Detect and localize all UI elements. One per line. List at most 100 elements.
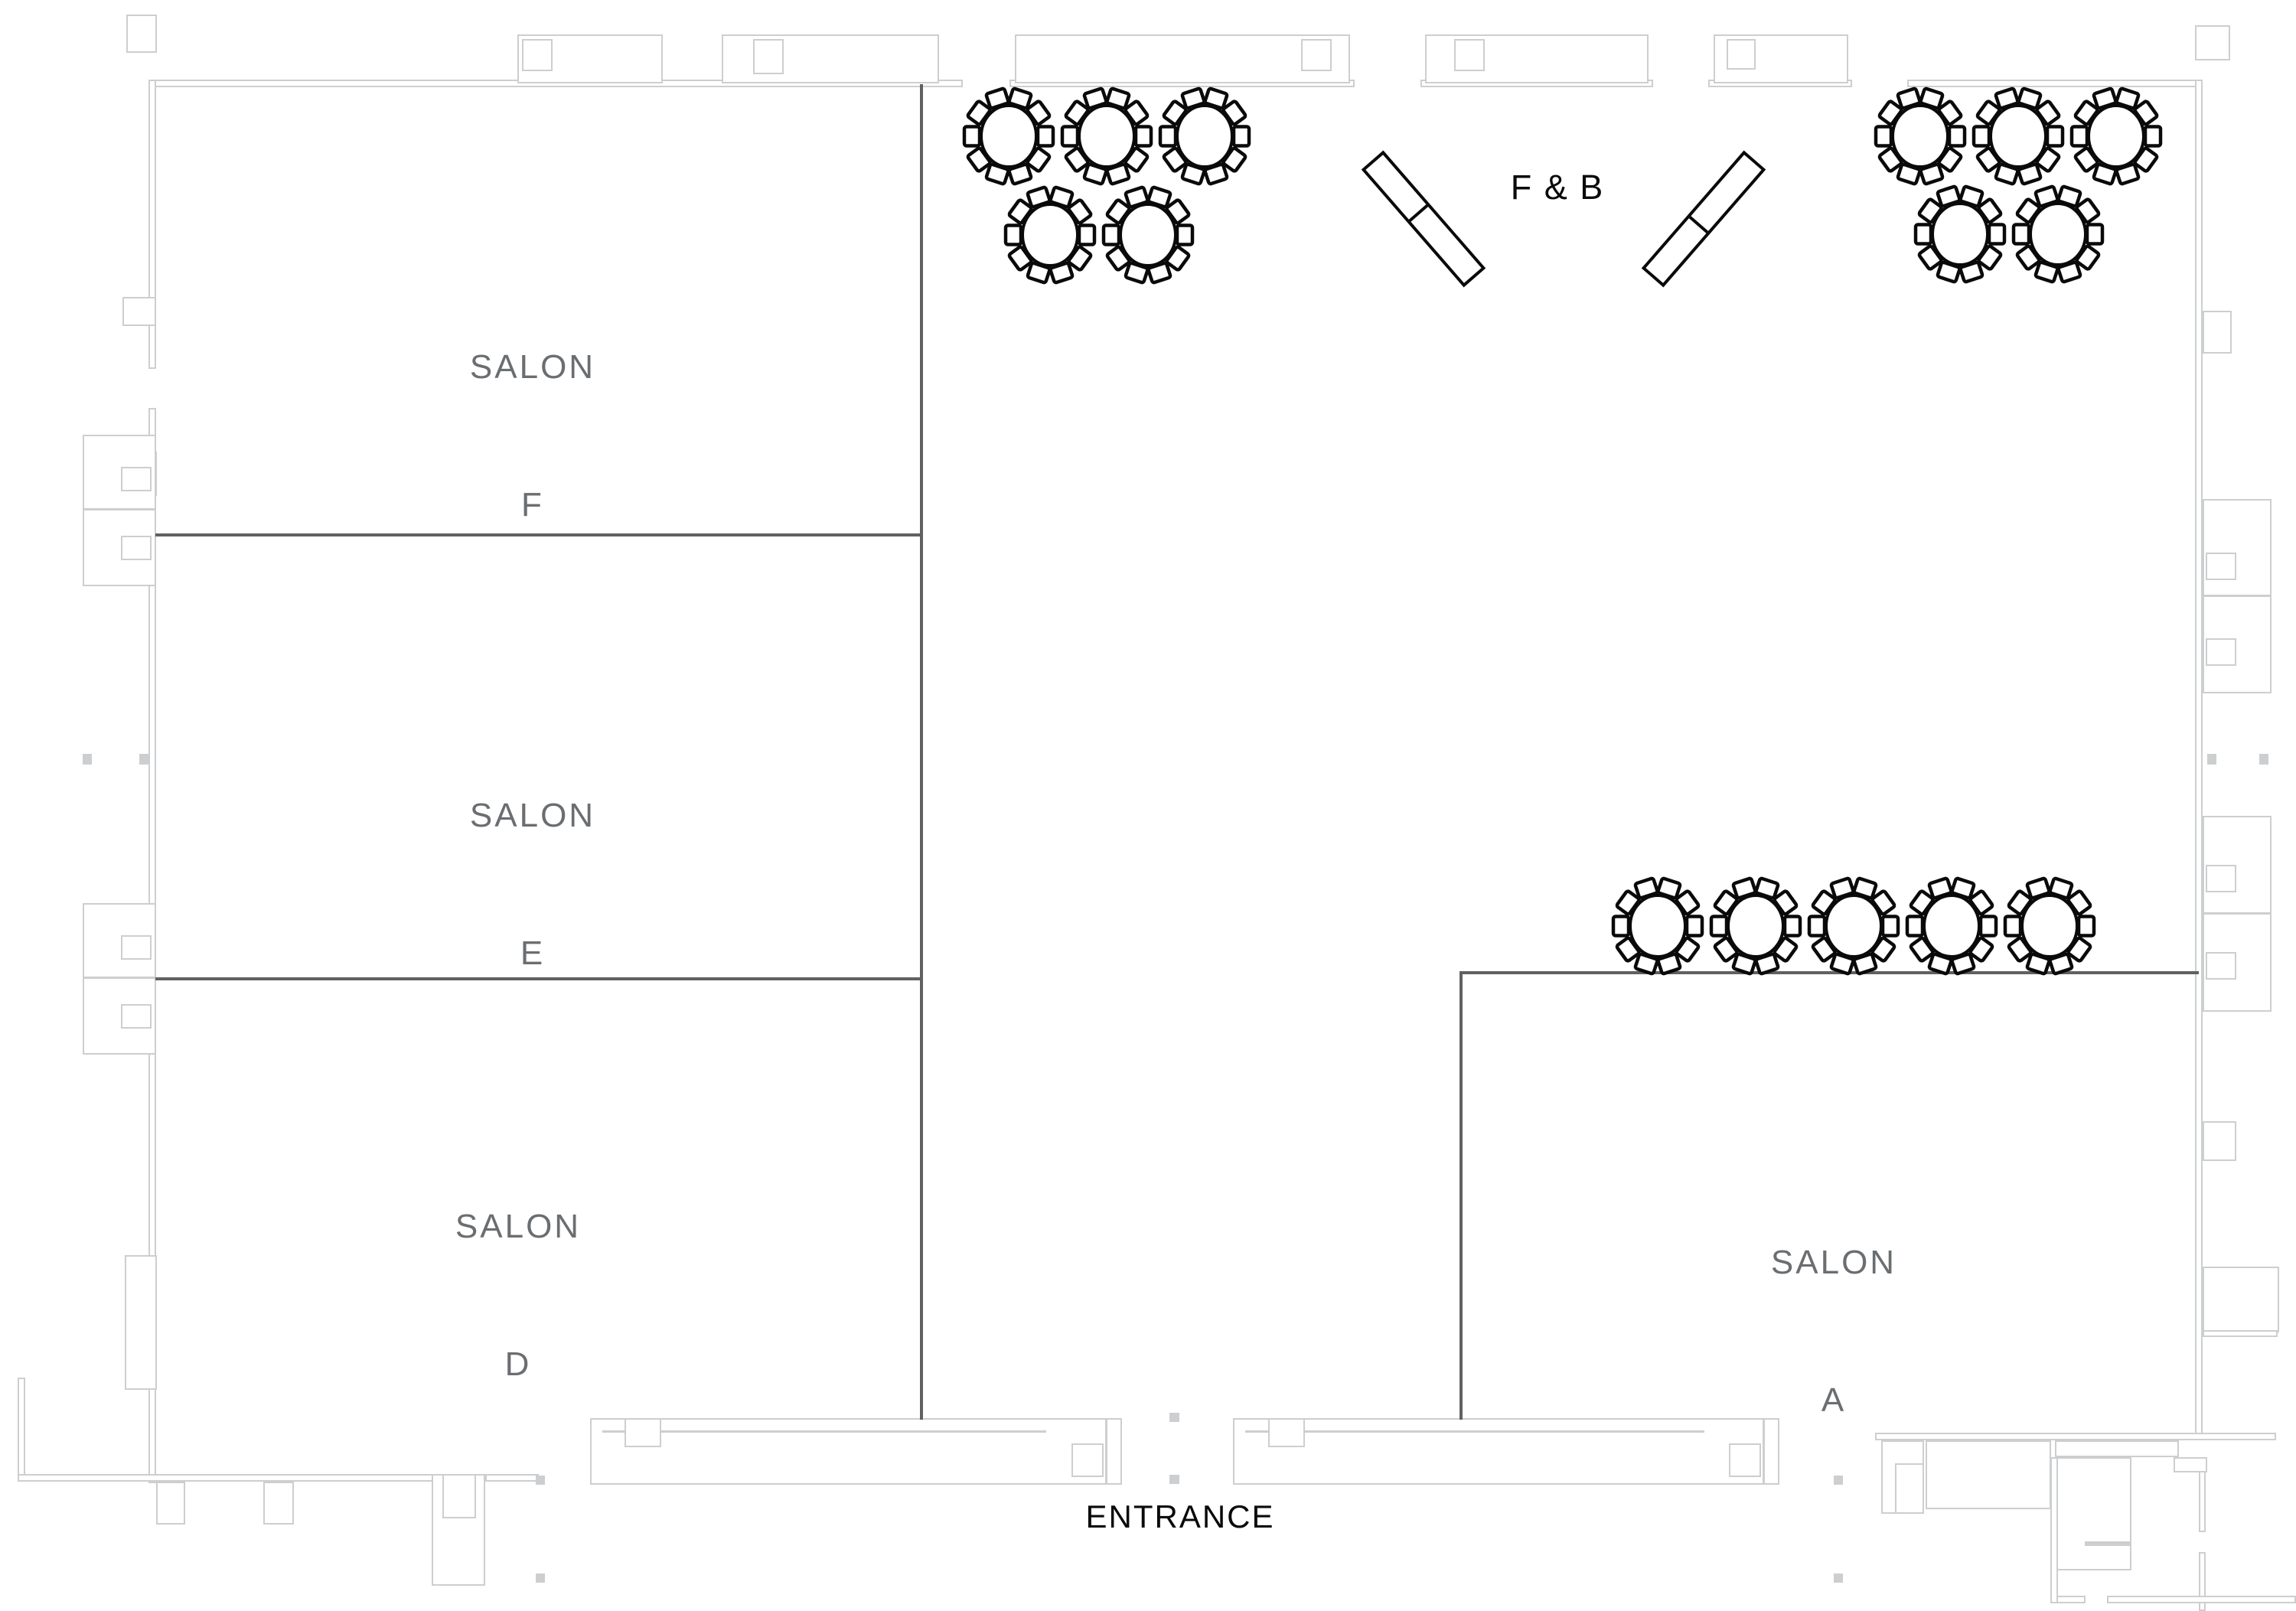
table-top	[1629, 894, 1687, 958]
door-recess-divider	[84, 977, 155, 979]
prefunction-east-tables	[1874, 86, 2163, 284]
salon-e-d-partition	[155, 977, 921, 980]
door-jamb-marker	[2259, 754, 2268, 765]
chair-icon	[1133, 125, 1153, 148]
round-table-10-seats	[1101, 185, 1195, 285]
door-jamb-marker	[536, 1573, 545, 1583]
buffet-divider	[1407, 203, 1430, 223]
door-pocket-notch	[753, 39, 784, 74]
chair-icon	[1101, 223, 1121, 246]
wall-column	[2203, 1121, 2236, 1161]
chair-icon	[1874, 125, 1893, 148]
chair-icon	[1947, 125, 1967, 148]
boh-room	[1926, 1440, 2051, 1509]
door-recess	[83, 435, 156, 586]
wall-bottom-segment	[1875, 1433, 2276, 1440]
buffet-table	[1641, 150, 1766, 288]
salon-f-title: SALON	[469, 348, 596, 386]
salon-d-title: SALON	[455, 1208, 582, 1245]
salon-a-label: SALON A	[1700, 1148, 1968, 1515]
salon-d-letter: D	[504, 1345, 532, 1383]
boh-step	[2174, 1457, 2207, 1472]
vestibule-divider	[1763, 1418, 1765, 1485]
door-recess-divider	[2204, 595, 2270, 597]
salon-f-e-partition	[155, 533, 921, 536]
chair-icon	[2085, 223, 2105, 246]
chair-icon	[1709, 915, 1729, 938]
chair-icon	[2045, 125, 2065, 148]
salon-f-letter: F	[521, 486, 544, 523]
chair-icon	[1611, 915, 1631, 938]
table-top	[1176, 104, 1234, 168]
table-top	[1931, 202, 1989, 266]
boh-wall	[2199, 1552, 2206, 1611]
round-table-10-seats	[1709, 876, 1802, 976]
chair-icon	[1175, 223, 1195, 246]
chair-icon	[1003, 223, 1023, 246]
door-recess-divider	[84, 508, 155, 510]
round-table-10-seats	[1874, 86, 1967, 186]
round-table-10-seats	[1158, 86, 1251, 186]
chair-icon	[1978, 915, 1998, 938]
door-pocket-notch	[1727, 39, 1756, 70]
boh-room-notch	[1895, 1463, 1924, 1514]
salon-a-letter: A	[1821, 1381, 1847, 1419]
chair-icon	[1905, 915, 1925, 938]
round-table-10-seats	[962, 86, 1055, 186]
chair-icon	[1971, 125, 1991, 148]
corridor-partition-wall	[920, 84, 923, 1420]
round-table-10-seats	[1971, 86, 2065, 186]
vestibule-inner-line	[1245, 1430, 1704, 1433]
door-recess-divider	[2204, 912, 2270, 915]
door-pocket-notch	[522, 39, 553, 71]
vestibule-notch	[1268, 1418, 1305, 1447]
round-table-10-seats	[2069, 86, 2163, 186]
salon-f-label: SALON F	[399, 253, 667, 620]
table-top	[1989, 104, 2047, 168]
table-top	[2087, 104, 2145, 168]
wall-left-segment	[148, 80, 156, 369]
round-table-10-seats	[2011, 184, 2105, 284]
prefunction-west-tables	[962, 86, 1251, 285]
table-top	[1119, 203, 1177, 267]
salon-a-row-tables	[1611, 876, 2096, 976]
vestibule-notch	[625, 1418, 661, 1447]
vestibule-step	[1729, 1443, 1761, 1477]
chair-icon	[2069, 125, 2089, 148]
round-table-10-seats	[1611, 876, 1704, 976]
buffet-table	[1361, 150, 1486, 288]
wall-stub	[2203, 1330, 2278, 1337]
buffet-divider	[1688, 214, 1710, 235]
entry-vestibule	[1233, 1418, 1779, 1485]
door-recess	[83, 903, 156, 1055]
door-jamb-marker	[2207, 754, 2216, 765]
door-jamb-marker	[536, 1476, 545, 1485]
top-door-pocket	[1015, 34, 1350, 83]
door-jamb-marker	[83, 754, 92, 765]
door-pocket-notch	[1301, 39, 1332, 71]
boh-room	[2055, 1457, 2131, 1570]
chair-icon	[1684, 915, 1704, 938]
entry-vestibule	[590, 1418, 1122, 1485]
chair-icon	[1807, 915, 1827, 938]
chair-icon	[1035, 125, 1055, 148]
round-table-10-seats	[1003, 185, 1097, 285]
food-beverage-label: F & B	[1510, 168, 1605, 207]
chair-icon	[2011, 223, 2031, 246]
door-jamb-marker	[1169, 1413, 1179, 1422]
round-table-10-seats	[1060, 86, 1153, 186]
chair-icon	[1060, 125, 1080, 148]
table-top	[1923, 894, 1981, 958]
door-recess-notch	[121, 536, 152, 560]
vestibule-divider	[1105, 1418, 1107, 1485]
wall-column	[2203, 311, 2232, 354]
chair-icon	[2076, 915, 2096, 938]
door-jamb-marker	[1834, 1476, 1843, 1485]
door-pocket-notch	[1454, 39, 1485, 71]
salon-a-top-partition	[1459, 971, 2199, 974]
table-top	[1078, 104, 1136, 168]
chair-icon	[1987, 223, 2007, 246]
buffet-top	[1361, 150, 1486, 288]
round-table-10-seats	[2003, 876, 2096, 976]
